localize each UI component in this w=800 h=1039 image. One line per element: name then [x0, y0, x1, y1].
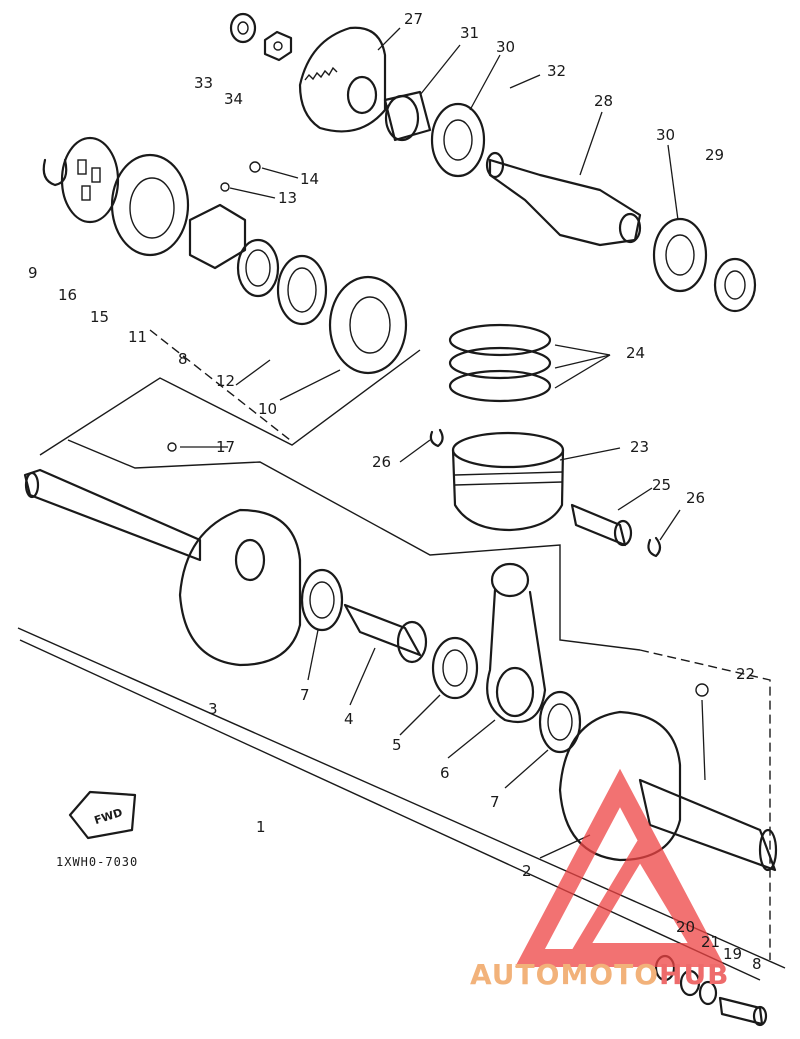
- callout-9: 9: [28, 264, 38, 282]
- callout-20: 20: [676, 918, 696, 936]
- part-19-nut: [698, 980, 718, 1006]
- part-12-washer: [236, 238, 280, 298]
- part-30-bearing-top: [430, 102, 486, 178]
- assembly-outline: [17, 329, 786, 981]
- part-21-washer: [679, 969, 701, 997]
- callout-30: 30: [496, 38, 516, 56]
- part-23-piston: [451, 431, 565, 532]
- callout-6: 6: [440, 764, 450, 782]
- callout-4: 4: [344, 710, 354, 728]
- callout-7-right: 7: [490, 793, 500, 811]
- callout-32: 32: [547, 62, 567, 80]
- callout-22: 22: [736, 665, 756, 683]
- callout-3: 3: [208, 700, 218, 718]
- callout-21: 21: [701, 933, 721, 951]
- watermark: AUTOMOTOHUB: [470, 958, 730, 991]
- callout-11: 11: [128, 328, 148, 346]
- callout-24: 24: [626, 344, 646, 362]
- callout-23: 23: [630, 438, 650, 456]
- watermark-text-hub: HUB: [659, 958, 730, 991]
- part-29-collar: [713, 257, 757, 313]
- callout-34: 34: [224, 90, 244, 108]
- part-17-key: [167, 442, 177, 452]
- watermark-logo-icon: [515, 768, 725, 967]
- callout-2: 2: [522, 862, 532, 880]
- fwd-arrow-icon: [68, 790, 137, 840]
- part-24-piston-rings: [448, 323, 552, 403]
- callout-5: 5: [392, 736, 402, 754]
- callout-16: 16: [58, 286, 78, 304]
- callout-25: 25: [652, 476, 672, 494]
- part-34-nut: [263, 30, 293, 62]
- part-11-hub: [188, 203, 247, 270]
- part-5-needle-bearing: [431, 636, 479, 700]
- callout-29: 29: [705, 146, 725, 164]
- callout-19: 19: [723, 945, 743, 963]
- part-8-bolt: [718, 996, 768, 1027]
- part-27-gear: [298, 26, 387, 133]
- leader-lines: [180, 27, 706, 859]
- part-30-bearing-right: [652, 217, 708, 293]
- part-25-piston-pin: [570, 503, 633, 547]
- callout-17: 17: [216, 438, 236, 456]
- part-22-key: [695, 683, 709, 697]
- part-12b-spacer: [276, 254, 328, 326]
- part-4-crank-pin: [343, 603, 428, 664]
- callout-8-bottom: 8: [752, 955, 762, 973]
- callout-26-left: 26: [372, 453, 392, 471]
- part-10-bearing: [328, 275, 408, 375]
- callout-7-left: 7: [300, 686, 310, 704]
- part-31-bushing: [383, 90, 432, 142]
- part-26-clip-right: [647, 536, 662, 558]
- callout-8-top: 8: [178, 350, 188, 368]
- callout-12: 12: [216, 372, 236, 390]
- part-16-plate: [60, 136, 120, 224]
- drawing-code: 1XWH0-7030: [56, 855, 139, 869]
- part-9-clip: [42, 158, 68, 187]
- callout-28: 28: [594, 92, 614, 110]
- callout-33: 33: [194, 74, 214, 92]
- part-33-collar: [229, 12, 257, 44]
- part-3-crank-left: [23, 468, 302, 667]
- part-7-washer-left: [300, 568, 344, 632]
- callout-27: 27: [404, 10, 424, 28]
- part-26-clip-left: [429, 428, 444, 448]
- callout-14: 14: [300, 170, 320, 188]
- callout-10: 10: [258, 400, 278, 418]
- callout-30-right: 30: [656, 126, 676, 144]
- part-15-gear: [110, 153, 190, 257]
- callout-26-right: 26: [686, 489, 706, 507]
- callout-1: 1: [256, 818, 266, 836]
- part-7-washer-right: [538, 690, 582, 754]
- callout-31: 31: [460, 24, 480, 42]
- callout-13: 13: [278, 189, 298, 207]
- callout-15: 15: [90, 308, 110, 326]
- part-28-balancer-shaft: [485, 151, 642, 247]
- watermark-text-automoto: AUTOMOTO: [470, 958, 660, 991]
- part-6-connecting-rod: [486, 562, 547, 724]
- part-13-14-pins: [220, 161, 261, 192]
